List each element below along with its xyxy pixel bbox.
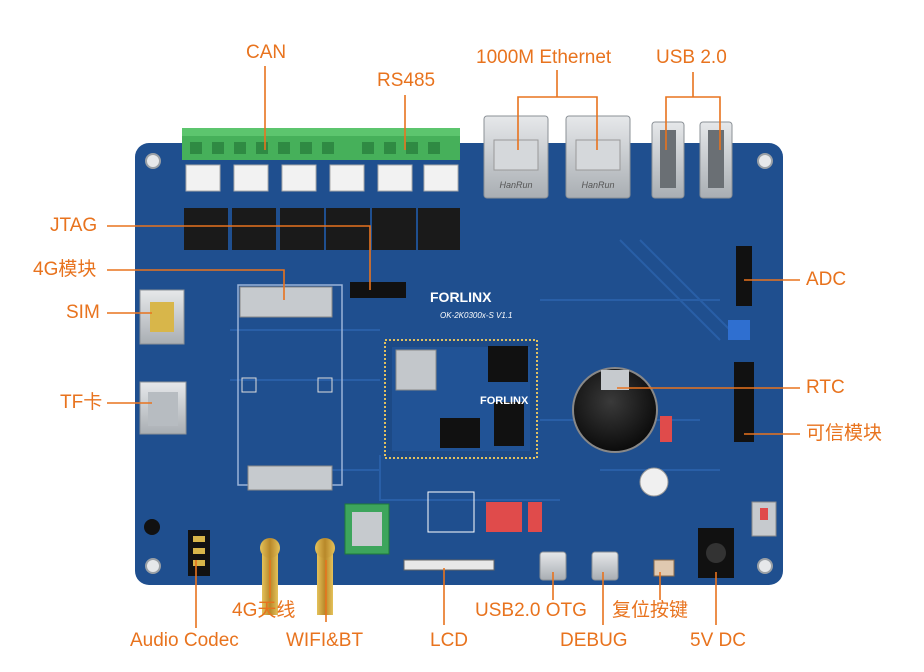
debug-port — [591, 551, 619, 581]
adc-header — [736, 246, 752, 306]
ethernet-jack-2 — [565, 115, 631, 199]
transceiver-modules — [185, 164, 459, 192]
label-audio-codec: Audio Codec — [130, 630, 239, 651]
dip-table — [427, 491, 475, 533]
dc-power-jack — [698, 528, 734, 578]
usb-host-port-1 — [651, 121, 685, 199]
terminal-slots — [190, 142, 440, 154]
label-rs485: RS485 — [377, 70, 436, 91]
core-module — [384, 339, 538, 459]
sim-slot — [139, 289, 185, 345]
boot-dip-switch — [486, 502, 542, 532]
som-brand: FORLINX — [480, 395, 529, 407]
label-4g-module: 4G模块 — [33, 259, 97, 280]
label-rtc: RTC — [806, 377, 845, 398]
leader-lines — [107, 66, 800, 628]
lcd-fpc-connector — [403, 559, 495, 571]
mounting-holes — [145, 153, 773, 574]
label-tf-card: TF卡 — [60, 392, 103, 413]
nor-flash-switch — [660, 416, 672, 442]
eth-brand-1: HanRun — [499, 180, 532, 190]
label-trusted-module: 可信模块 — [806, 423, 883, 444]
label-jtag: JTAG — [50, 215, 98, 236]
electrolytic-capacitor — [639, 467, 669, 497]
potentiometer — [728, 320, 750, 340]
rtc-battery — [572, 367, 658, 453]
label-reset: 复位按键 — [612, 600, 689, 621]
label-can: CAN — [246, 42, 287, 63]
usb-host-port-2 — [699, 121, 733, 199]
label-debug: DEBUG — [560, 630, 628, 651]
label-4g-antenna: 4G天线 — [232, 600, 296, 621]
label-lcd: LCD — [430, 630, 469, 651]
wifi-bt-module — [344, 503, 390, 555]
tf-card-slot — [139, 381, 187, 435]
label-5v-dc: 5V DC — [690, 630, 746, 651]
audio-codec-jacks — [188, 530, 210, 576]
label-wifi-bt: WIFI&BT — [286, 630, 364, 651]
trusted-module-header — [734, 362, 754, 442]
ethernet-jack-1 — [483, 115, 549, 199]
jtag-header — [350, 282, 406, 298]
reset-button — [653, 559, 675, 577]
label-ethernet: 1000M Ethernet — [476, 47, 612, 68]
label-adc: ADC — [806, 269, 847, 290]
board-brand: FORLINX — [430, 289, 492, 305]
board-model: OK-2K0300x-S V1.1 — [440, 311, 512, 320]
eth-brand-2: HanRun — [581, 180, 614, 190]
mic-hole — [144, 519, 160, 535]
wifi-antenna-connector — [315, 538, 335, 615]
label-usb-otg: USB2.0 OTG — [475, 600, 587, 621]
label-usb20: USB 2.0 — [656, 47, 727, 68]
label-sim: SIM — [66, 302, 100, 323]
transceiver-chips — [184, 208, 460, 250]
4g-module-socket — [237, 284, 343, 491]
